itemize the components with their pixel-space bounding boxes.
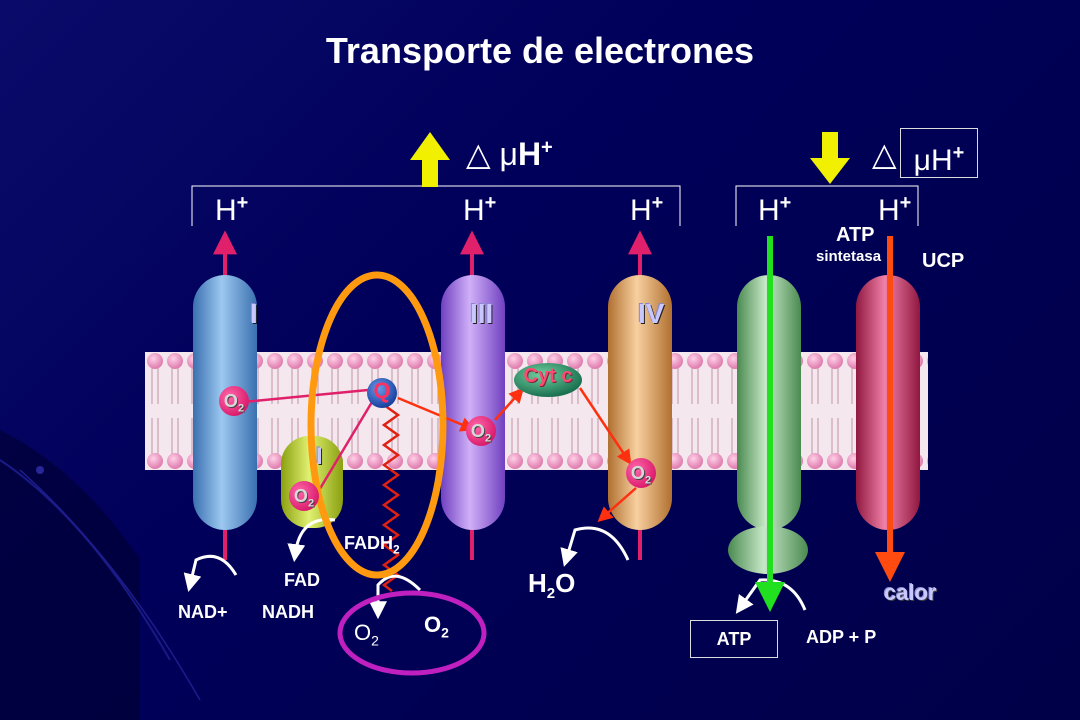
proton-bracket-right (735, 185, 919, 226)
nad-plus-label: NAD+ (178, 602, 228, 622)
cyt-c-label: Cyt c (523, 365, 573, 387)
complex-II-label: I (316, 443, 323, 470)
purple-highlight-ring (337, 590, 487, 676)
ucp-label: UCP (922, 250, 965, 272)
delta-symbol-left: △ (466, 136, 491, 172)
o2-badge-complex-III: O2 (466, 416, 496, 446)
proton-gradient-right-box: μH+ (900, 128, 978, 178)
proton-label: H+ (463, 192, 497, 227)
electron-transfer-lines (242, 387, 637, 592)
complex-IV-label: IV (638, 298, 665, 329)
h2o-label: H2O (528, 568, 576, 603)
proton-bracket-left (191, 185, 681, 226)
reaction-arrows (183, 517, 807, 620)
atp-output-label: ATP (690, 620, 778, 658)
proton-gradient-right: △ (872, 135, 897, 173)
delta-symbol-right: △ (872, 136, 897, 172)
proton-gradient-left: △ μH+ (466, 136, 553, 172)
fadh2-label: FADH2 (344, 533, 400, 557)
yellow-arrow-down (810, 132, 850, 184)
nadh-label: NADH (262, 602, 314, 622)
q-label: Q (373, 378, 391, 403)
atp-synthase-sublabel: sintetasa (816, 248, 882, 265)
adp-p-label: ADP + P (806, 627, 877, 647)
atp-synthase-label: ATP (836, 224, 875, 246)
fad-label: FAD (284, 570, 320, 590)
complex-IV (608, 275, 672, 530)
o2-badge-complex-IV: O2 (626, 458, 656, 488)
proton-label: H+ (758, 192, 792, 227)
o2-free-label: O2 (354, 620, 379, 649)
page-title: Transporte de electrones (325, 30, 755, 71)
complex-III (441, 275, 505, 530)
o2-badge-complex-I: O2 (219, 386, 249, 416)
o2-bold-label: O2 (424, 612, 449, 641)
orange-highlight-ring (307, 271, 447, 579)
calor-label: calor (884, 580, 937, 605)
proton-label: H+ (630, 192, 664, 227)
background-swoosh (0, 430, 201, 720)
ubiquinone-q (367, 378, 397, 408)
proton-label: H+ (215, 192, 249, 227)
complex-I-label: I (250, 298, 258, 329)
o2-badge-complex-II: O2 (289, 481, 319, 511)
proton-label: H+ (878, 192, 912, 227)
yellow-arrow-up (410, 132, 450, 187)
cyt-c (514, 363, 582, 397)
complex-III-label: III (470, 298, 494, 329)
